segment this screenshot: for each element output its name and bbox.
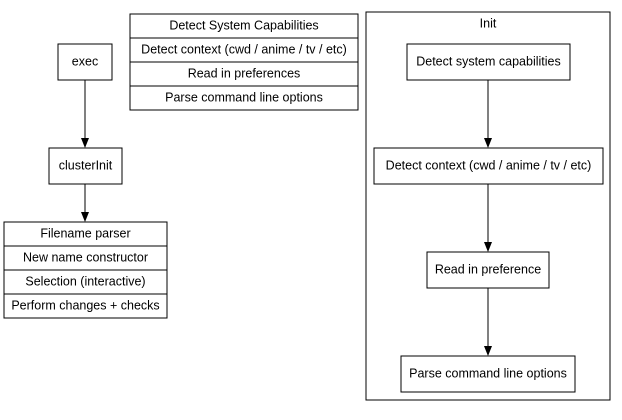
capabilities-row-detect-system: Detect System Capabilities [169, 18, 318, 32]
pipeline-row-filename-parser: Filename parser [40, 226, 130, 240]
init-step-read-preference-label: Read in preference [435, 262, 541, 276]
capabilities-row-parse-options: Parse command line options [165, 90, 323, 104]
exec-node: exec [57, 43, 113, 81]
init-step-detect-context [373, 147, 604, 185]
init-cluster-title: Init [480, 16, 497, 30]
pipeline-row-selection: Selection (interactive) [25, 274, 145, 288]
pipeline-row-new-name-constructor: New name constructor [23, 250, 148, 264]
pipeline-table: Filename parser New name constructor Sel… [3, 221, 168, 319]
capabilities-row-read-preferences: Read in preferences [188, 66, 301, 80]
init-step-parse-options [400, 355, 576, 393]
init-step-read-preference [426, 251, 550, 289]
capabilities-row-detect-context: Detect context (cwd / anime / tv / etc) [141, 42, 347, 56]
init-step-detect-system-label: Detect system capabilities [416, 54, 561, 68]
init-step-parse-options-label: Parse command line options [409, 366, 567, 380]
capabilities-table: Detect System Capabilities Detect contex… [129, 13, 359, 111]
exec-node-label: exec [72, 54, 98, 68]
init-step-detect-context-label: Detect context (cwd / anime / tv / etc) [386, 158, 592, 172]
clusterinit-node-label: clusterInit [59, 158, 113, 172]
clusterinit-node: clusterInit [48, 147, 123, 185]
init-step-detect-system [406, 43, 571, 81]
pipeline-row-perform-changes: Perform changes + checks [11, 298, 159, 312]
init-cluster: Init Detect system capabilities Detect c… [365, 11, 611, 401]
